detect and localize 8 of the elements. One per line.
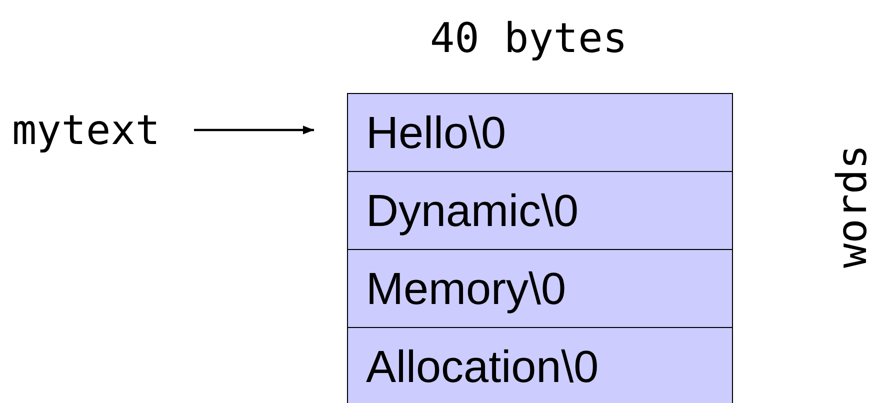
axis-label: words bbox=[828, 144, 869, 268]
pointer-name: mytext bbox=[12, 104, 174, 156]
arrow bbox=[194, 126, 314, 134]
size-label: 40 bytes bbox=[430, 14, 628, 62]
memory-cell: Hello\0 bbox=[347, 93, 733, 172]
memory-cell: Memory\0 bbox=[347, 249, 733, 328]
memory-cell: Allocation\0 bbox=[347, 327, 733, 403]
memory-cell: Dynamic\0 bbox=[347, 171, 733, 250]
